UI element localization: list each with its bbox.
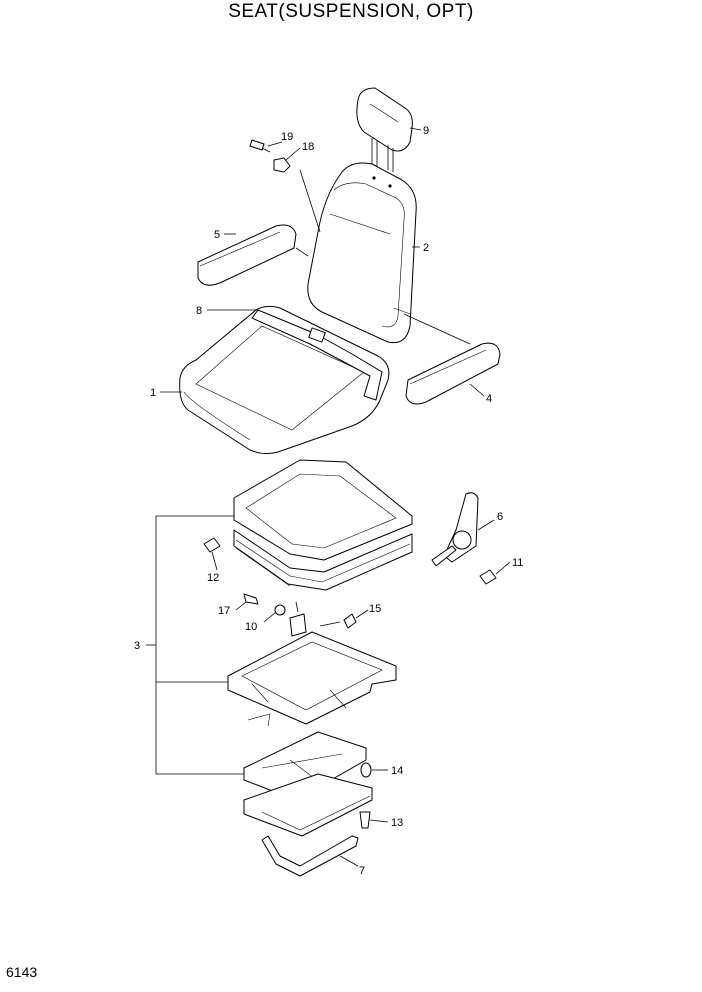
callout-2: 2 xyxy=(423,242,429,254)
callout-15: 15 xyxy=(369,603,381,615)
callout-3: 3 xyxy=(134,640,140,652)
seat-belt-part xyxy=(251,309,383,401)
callout-14: 14 xyxy=(391,765,403,777)
callout-5: 5 xyxy=(214,229,220,241)
callout-6: 6 xyxy=(497,511,503,523)
backrest-part xyxy=(307,162,417,344)
page-number: 6143 xyxy=(6,964,38,980)
seat-pan-part xyxy=(233,459,413,591)
bolt-17 xyxy=(243,593,259,605)
adjust-lever-part xyxy=(431,492,479,567)
left-armrest-part xyxy=(197,224,309,286)
callouts: 9 2 5 8 1 4 19 18 6 11 12 15 17 10 3 14 … xyxy=(134,125,523,877)
callout-7: 7 xyxy=(359,865,365,877)
page-title: SEAT(SUSPENSION, OPT) xyxy=(228,1,474,22)
suspension-frame-part xyxy=(227,613,397,727)
callout-4: 4 xyxy=(486,393,492,405)
bolt-11 xyxy=(479,569,497,585)
headrest-part xyxy=(356,87,413,172)
callout-13: 13 xyxy=(391,817,403,829)
bolt-19 xyxy=(249,139,271,153)
callout-9: 9 xyxy=(423,125,429,137)
bolt-13 xyxy=(359,811,371,829)
callout-10: 10 xyxy=(245,621,257,633)
callout-12: 12 xyxy=(207,572,219,584)
lever-rod-part xyxy=(261,835,359,877)
nut-14 xyxy=(360,762,372,778)
leader-lines xyxy=(146,127,511,867)
callout-17: 17 xyxy=(218,605,230,617)
callout-11: 11 xyxy=(512,557,523,569)
scissor-base-part xyxy=(243,731,373,837)
seat-cushion-part xyxy=(179,305,390,455)
callout-18: 18 xyxy=(302,141,314,153)
nut-18 xyxy=(273,157,291,173)
cap-15 xyxy=(343,613,357,629)
bolt-12 xyxy=(203,537,221,553)
callout-19: 19 xyxy=(281,131,293,143)
callout-1: 1 xyxy=(150,387,156,399)
callout-8: 8 xyxy=(196,305,202,317)
washer-10 xyxy=(274,604,286,616)
right-armrest-part xyxy=(405,342,501,405)
